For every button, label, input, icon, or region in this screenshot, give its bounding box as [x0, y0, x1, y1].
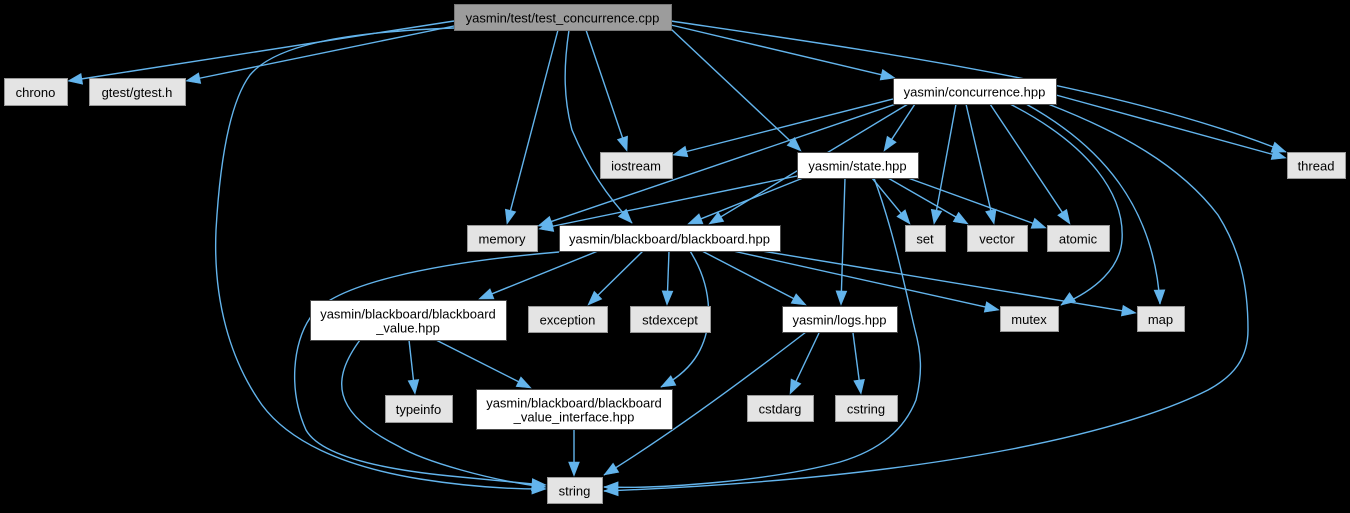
svg-text:yasmin/test/test_concurrence.c: yasmin/test/test_concurrence.cpp — [466, 11, 660, 26]
svg-text:vector: vector — [979, 232, 1015, 247]
svg-text:cstring: cstring — [847, 402, 885, 417]
svg-text:yasmin/state.hpp: yasmin/state.hpp — [808, 159, 906, 174]
svg-text:typeinfo: typeinfo — [396, 402, 442, 417]
svg-text:gtest/gtest.h: gtest/gtest.h — [102, 85, 173, 100]
svg-text:_value.hpp: _value.hpp — [375, 320, 440, 335]
svg-text:memory: memory — [479, 232, 526, 247]
svg-text:thread: thread — [1298, 159, 1335, 174]
svg-text:chrono: chrono — [16, 85, 56, 100]
svg-text:atomic: atomic — [1059, 232, 1098, 247]
svg-text:exception: exception — [540, 313, 596, 328]
svg-text:cstdarg: cstdarg — [759, 402, 802, 417]
svg-text:set: set — [916, 232, 934, 247]
svg-text:_value_interface.hpp: _value_interface.hpp — [513, 409, 635, 424]
svg-text:map: map — [1148, 312, 1173, 327]
svg-text:yasmin/blackboard/blackboard: yasmin/blackboard/blackboard — [320, 307, 496, 322]
svg-text:yasmin/blackboard/blackboard: yasmin/blackboard/blackboard — [486, 396, 662, 411]
svg-text:iostream: iostream — [611, 159, 661, 174]
svg-text:yasmin/logs.hpp: yasmin/logs.hpp — [793, 313, 887, 328]
svg-text:yasmin/concurrence.hpp: yasmin/concurrence.hpp — [904, 85, 1046, 100]
svg-text:mutex: mutex — [1011, 312, 1047, 327]
svg-text:yasmin/blackboard/blackboard.h: yasmin/blackboard/blackboard.hpp — [569, 232, 770, 247]
svg-text:stdexcept: stdexcept — [642, 313, 698, 328]
svg-text:string: string — [559, 484, 591, 499]
